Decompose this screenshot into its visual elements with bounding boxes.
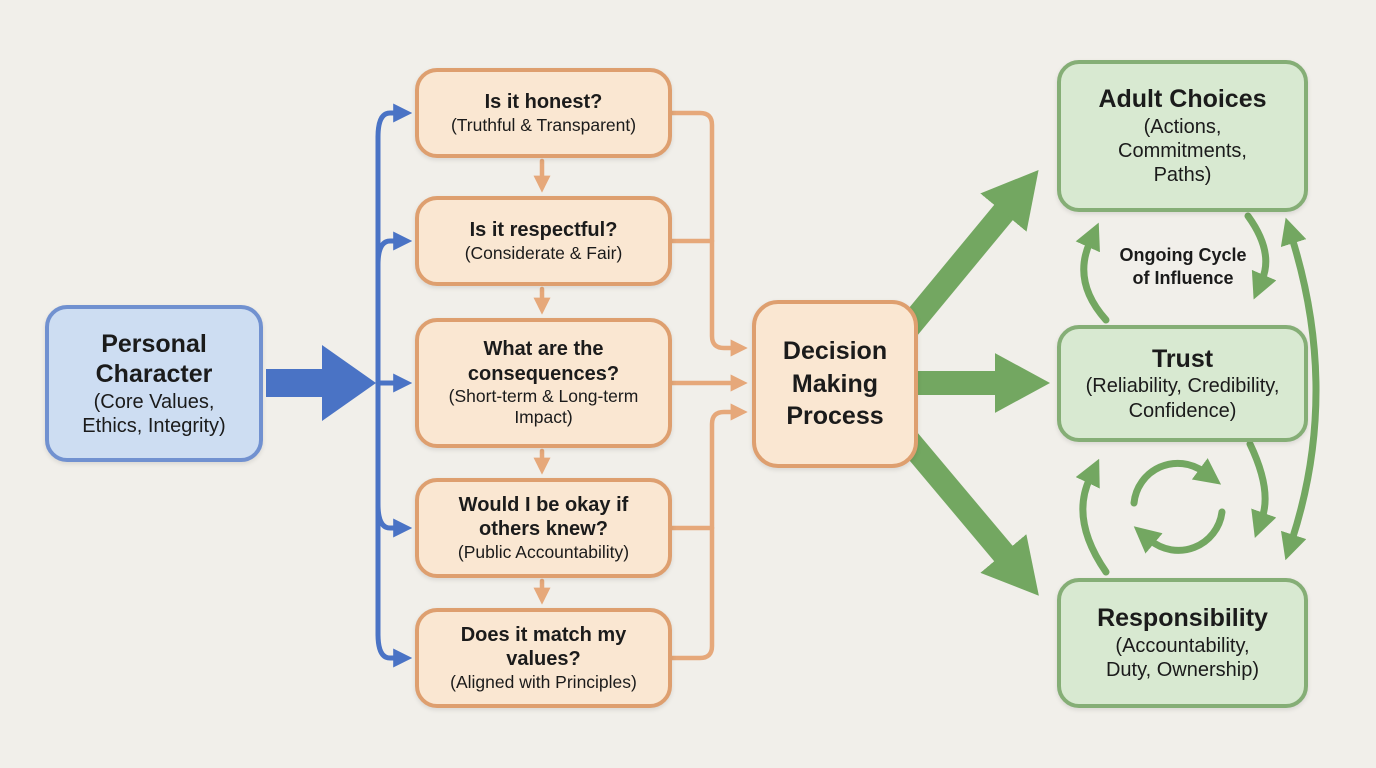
personal-character-title: Personal Character [95,329,213,389]
node-question-others-knew: Would I be okay if others knew? (Public … [415,478,672,578]
node-personal-character: Personal Character (Core Values, Ethics,… [45,305,263,462]
question-title: Is it respectful? [469,219,618,242]
question-subtitle: (Truthful & Transparent) [450,114,637,135]
blue-connectors [266,103,413,668]
node-adult-choices: Adult Choices (Actions, Commitments, Pat… [1057,60,1308,212]
node-question-honest: Is it honest? (Truthful & Transparent) [415,68,672,158]
blue-branch-q4 [375,501,413,538]
personal-character-subtitle: (Core Values, Ethics, Integrity) [82,390,226,437]
arc-trust-to-resp [1246,440,1277,539]
question-title: Does it match my values? [460,623,627,671]
rail-top-to-decision [669,110,748,357]
question-subtitle: (Considerate & Fair) [464,242,623,263]
blue-branch-q5 [375,631,413,668]
decision-title: Decision Making Process [782,337,888,431]
outcome-title: Responsibility [1097,604,1268,633]
outcome-subtitle: (Actions, Commitments, Paths) [1118,115,1247,187]
green-cycle-arrows [1075,212,1320,576]
question-title: What are the consequences? [467,338,620,385]
question-subtitle: (Aligned with Principles) [450,671,637,692]
outcome-subtitle: (Reliability, Credibility, Confidence) [1085,375,1280,422]
arc-adult-to-trust [1244,212,1277,300]
green-main-arrows [898,170,1050,596]
question-title: Would I be okay if others knew? [458,493,629,541]
question-subtitle: (Public Accountability) [457,541,630,562]
orange-connectors [533,110,748,661]
node-question-respectful: Is it respectful? (Considerate & Fair) [415,196,672,286]
rail-bottom-to-decision [669,403,748,661]
outcome-title: Trust [1151,344,1214,373]
arc-resp-to-trust [1075,458,1110,576]
question-title: Is it honest? [484,91,603,114]
blue-branch-q1 [375,103,413,140]
arc-trust-to-adult [1075,222,1110,324]
node-trust: Trust (Reliability, Credibility, Confide… [1057,325,1308,442]
refresh-icon-bottom-arc [1133,508,1226,554]
node-question-consequences: What are the consequences? (Short-term &… [415,318,672,448]
ongoing-cycle-label: Ongoing Cycle of Influence [1119,245,1247,289]
node-decision-making-process: Decision Making Process [752,300,918,468]
refresh-icon-top-arc [1130,458,1222,507]
outcome-subtitle: (Accountability, Duty, Ownership) [1105,634,1259,682]
arc-adult-resp-long [1280,217,1320,561]
blue-branch-q2 [375,231,413,268]
node-responsibility: Responsibility (Accountability, Duty, Ow… [1057,578,1308,708]
question-subtitle: (Short-term & Long-term Impact) [448,386,639,428]
arrow-decision-resp [898,432,1039,596]
node-question-values: Does it match my values? (Aligned with P… [415,608,672,708]
blue-main-arrow [266,345,376,421]
arrow-decision-adult [898,170,1039,336]
outcome-title: Adult Choices [1098,85,1267,114]
